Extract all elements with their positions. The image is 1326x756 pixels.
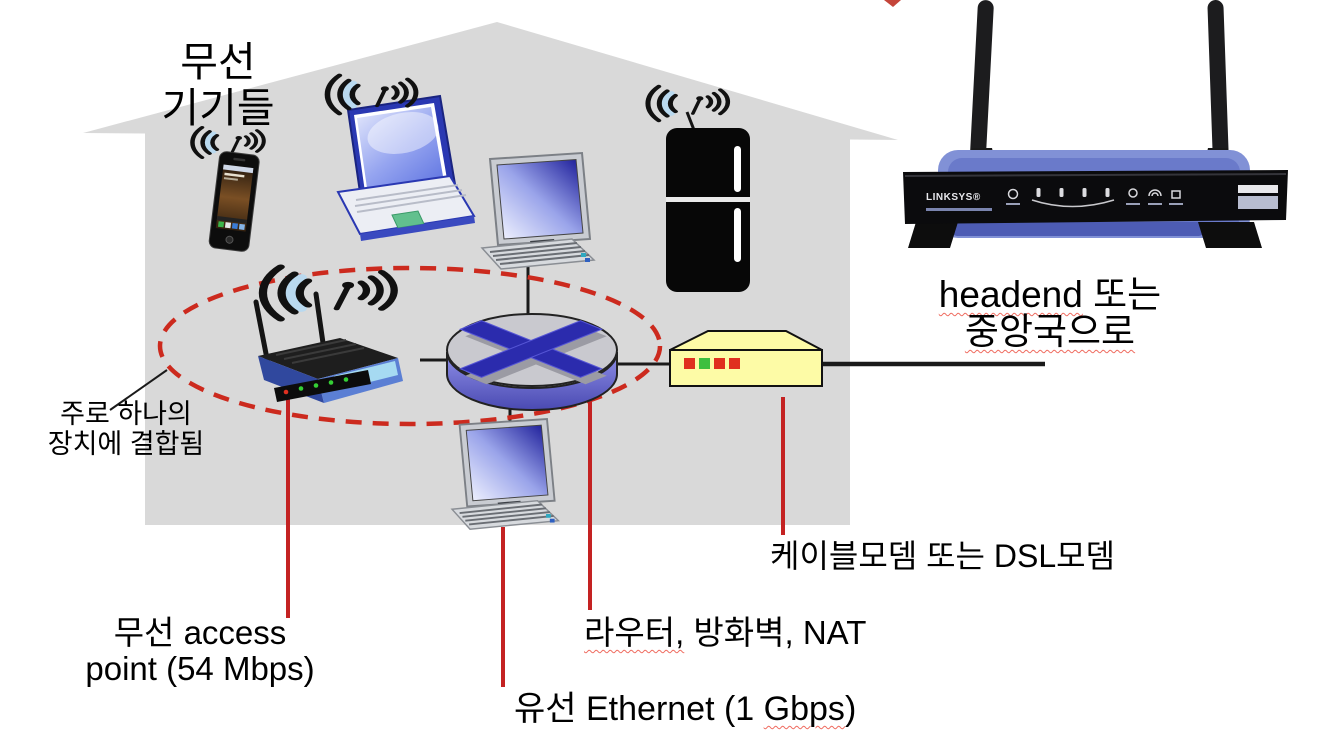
desktop-pc-lower-icon [451, 418, 560, 531]
callout-lines [286, 397, 785, 687]
wireless-devices-label: 무선 기기들 [161, 39, 275, 131]
headend-label: headend 또는 중앙국으로 [938, 274, 1162, 352]
desktop-pc-upper-icon [481, 152, 595, 270]
combined-device-ellipse [157, 265, 663, 427]
access-point-icon [253, 291, 403, 403]
cable-modem-icon [669, 330, 823, 387]
router-label: 라우터, 방화벽, NAT [584, 614, 867, 651]
red-arrow-fragment [884, 0, 901, 7]
combined-device-note: 주로 하나의 장치에 결합됨 [47, 399, 205, 460]
access-point-label: 무선 access point (54 Mbps) [85, 614, 315, 687]
laptop-icon [336, 94, 476, 241]
note-pointer-line [109, 369, 168, 411]
linksys-router-photo: LINKSYS® [903, 0, 1288, 248]
smartphone-icon [208, 151, 260, 252]
refrigerator-icon [666, 111, 750, 292]
wired-ethernet-label: 유선 Ethernet (1 Gbps) [514, 690, 857, 728]
cable-modem-label: 케이블모뎀 또는 DSL모뎀 [770, 538, 1115, 574]
router-icon [446, 313, 618, 411]
linksys-brand-text: LINKSYS® [926, 192, 981, 203]
